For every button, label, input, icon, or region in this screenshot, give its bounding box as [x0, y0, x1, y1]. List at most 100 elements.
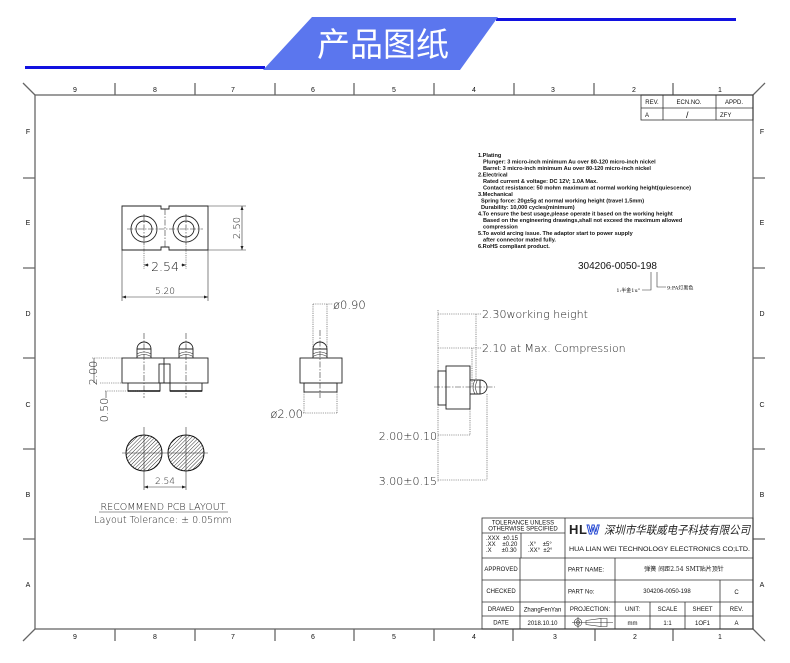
header-rule-right	[496, 18, 736, 21]
page-title: 产品图纸	[317, 25, 449, 64]
angular-tolerance: .X° ±5°	[528, 542, 552, 548]
profile-view: 2.30working height 2.10 at Max. Compress…	[379, 308, 626, 488]
header-rule-left	[25, 66, 265, 69]
company-name-cn: 深圳市华联威电子科技有限公司	[604, 523, 751, 537]
note-line: compression	[483, 225, 518, 231]
part-code-number: 304206-0050-198	[578, 261, 657, 272]
note-line: 6.RoHS compliant product.	[478, 244, 550, 250]
top-view: 2.54 5.20 2.50	[121, 205, 246, 301]
pcb-layout-title: RECOMMEND PCB LAYOUT	[101, 502, 226, 513]
dimension-top-pitch: 2.54	[151, 259, 179, 274]
revision-header-ecn: ECN.NO.	[676, 100, 701, 106]
dimension-max-compression: 2.10 at Max. Compression	[482, 342, 626, 355]
revision-table: REV. ECN.NO. APPD. A / ZFY	[640, 94, 754, 121]
part-no-label: PART No:	[568, 590, 595, 596]
column-ticks-top	[114, 83, 674, 95]
third-angle-projection-icon	[572, 617, 613, 628]
drawing-size: C	[734, 590, 739, 596]
column-label: 6	[311, 87, 315, 94]
dimension-total-length: 3.00±0.15	[379, 475, 437, 488]
column-label: 2	[633, 634, 637, 641]
column-label: 1	[718, 87, 722, 94]
front-view: ø0.90 ø2.00	[270, 298, 365, 421]
logo-letter-h: H	[569, 522, 578, 537]
column-label: 8	[153, 87, 157, 94]
row-label: C	[25, 402, 30, 409]
row-label: B	[26, 492, 31, 499]
note-line: 4.To ensure the best usage,please operat…	[478, 212, 673, 218]
note-line: Plunger: 3 micro-inch minimum Au over 80…	[483, 160, 656, 166]
pcb-layout-view: 2.54 RECOMMEND PCB LAYOUT Layout Toleran…	[94, 427, 232, 526]
dimension-top-width: 5.20	[155, 287, 175, 297]
dimension-base-diameter: ø2.00	[270, 407, 303, 421]
column-label: 3	[551, 87, 555, 94]
callout-material: 9:PA灯黑色	[667, 285, 693, 292]
drawing-frame: 9 8 7 6 5 4 3 2 1 9 8 7 6 5 4 3 2 1 F E …	[22, 82, 766, 642]
revision-value-rev: A	[645, 113, 649, 119]
row-label: F	[760, 129, 764, 136]
note-line: Rated current & voltage: DC 12V; 1.0A Ma…	[483, 179, 598, 185]
revision-value-ecn: /	[686, 110, 689, 120]
approved-label: APPROVED	[484, 567, 518, 573]
scale-value: 1:1	[663, 621, 672, 627]
part-name-label: PART NAME:	[568, 568, 604, 574]
column-label: 5	[392, 87, 396, 94]
company-logo: H L W	[569, 522, 600, 538]
row-label: F	[26, 129, 30, 136]
row-label: A	[26, 582, 31, 589]
note-line: 5.To avoid arcing issue. The adaptor sta…	[478, 231, 634, 237]
dimension-body-length: 2.00±0.10	[379, 430, 437, 443]
column-label: 9	[73, 634, 77, 641]
callout-leader-material	[656, 272, 666, 288]
dimension-side-base-height: 0.50	[98, 398, 111, 423]
row-label: E	[26, 220, 31, 227]
column-label: 7	[231, 634, 235, 641]
part-name-value: 弹簧 间距2.54 SMT贴片顶针	[644, 565, 723, 573]
rev-value: A	[734, 621, 738, 627]
row-label: D	[25, 311, 30, 318]
scale-label: SCALE	[658, 607, 678, 613]
sheet-value: 1OF1	[695, 621, 711, 627]
note-line: 3.Mechanical	[478, 192, 513, 198]
technical-notes: 1.Plating Plunger: 3 micro-inch minimum …	[478, 153, 691, 250]
note-line: after connector mated fully.	[483, 238, 556, 244]
linear-tolerance: .X ±0.30	[486, 548, 517, 554]
row-labels-left: F E D C B A	[25, 129, 30, 589]
part-code: 304206-0050-198 1:半金1u" 9:PA灯黑色	[578, 261, 693, 294]
row-label: E	[760, 220, 765, 227]
column-ticks-bottom	[114, 629, 674, 641]
note-line: Contact resistance: 50 mohm maximum at n…	[483, 186, 691, 192]
title-block: TOLERANCE UNLESS OTHERWISE SPECIFIED .XX…	[481, 517, 754, 630]
column-label: 4	[472, 87, 476, 94]
note-line: Based on the engineering drawings,shall …	[483, 218, 683, 224]
pcb-layout-tolerance: Layout Tolerance: ± 0.05mm	[94, 515, 231, 526]
row-ticks-right	[753, 177, 765, 540]
drawed-label: DRAWED	[488, 607, 515, 613]
header-banner: 产品图纸	[25, 17, 736, 70]
dimension-working-height: 2.30working height	[482, 308, 588, 321]
logo-letter-l: L	[579, 522, 587, 537]
projection-label: PROJECTION:	[570, 607, 611, 613]
note-line: Durability: 10,000 cycles(minimum)	[481, 205, 575, 211]
header-title-banner	[263, 17, 498, 70]
date-label: DATE	[493, 621, 509, 627]
column-label: 2	[632, 87, 636, 94]
dimension-pcb-pitch: 2.54	[155, 477, 175, 487]
column-label: 5	[392, 634, 396, 641]
note-line: 1.Plating	[478, 153, 502, 159]
dimension-tip-diameter: ø0.90	[333, 298, 366, 312]
note-line: Spring force: 20g±5g at normal working h…	[481, 199, 644, 205]
callout-plating: 1:半金1u"	[616, 287, 640, 294]
dimension-side-body-height: 2.00	[87, 361, 100, 386]
drawed-value: ZhangFenYan	[524, 608, 562, 614]
note-line: Barrel: 3 micro-inch minimum Au over 80-…	[483, 166, 651, 172]
row-label: A	[760, 582, 765, 589]
logo-letter-w: W	[587, 522, 600, 537]
column-labels-bottom: 9 8 7 6 5 4 3 2 1	[73, 634, 722, 641]
column-label: 4	[472, 634, 476, 641]
part-no-value: 304206-0050-198	[643, 589, 691, 595]
pin-dome	[136, 341, 152, 358]
pin-dome	[178, 341, 194, 358]
column-label: 8	[153, 634, 157, 641]
